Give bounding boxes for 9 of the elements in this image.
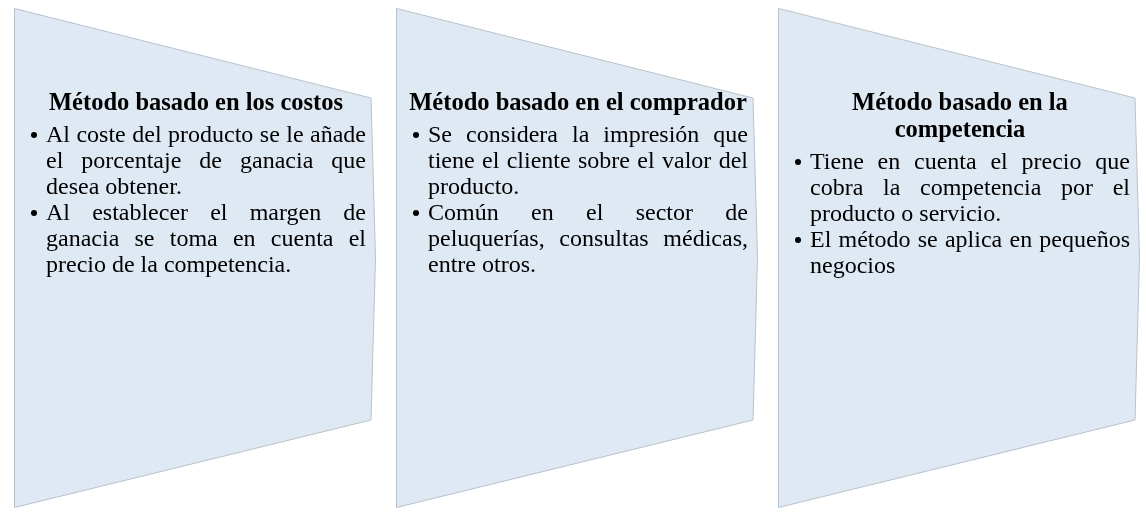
bullet-text: El método se aplica en pequeños negocios (810, 226, 1130, 278)
heading: Método basado en el comprador (408, 88, 748, 115)
bullet-text: Al establecer el margen de ganacia se toma en cuenta el precio de la competencia. (46, 199, 366, 277)
bullet-text: Tiene en cuenta el precio que cobra la competencia por el producto o servicio. (810, 148, 1130, 226)
heading: Método basado en los costos (48, 88, 344, 115)
bullet-text: Común en el sector de peluquerías, consultas médicas, entre otros. (428, 199, 748, 277)
bullet-text: Al coste del producto se le añade el porcentaje de ganacia que desea obtener. (46, 121, 366, 199)
heading: Método basado en la competencia (851, 88, 1069, 142)
bullet-text: Se considera la impresión que tiene el cliente sobre el valor del producto. (428, 121, 748, 199)
